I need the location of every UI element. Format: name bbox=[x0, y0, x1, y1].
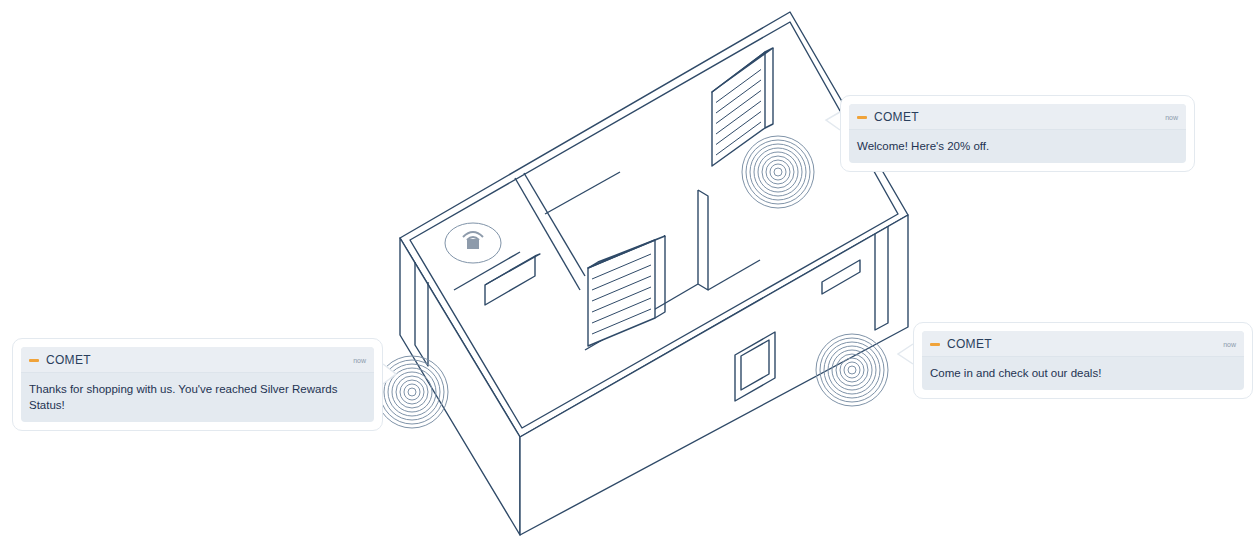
notification-callout: COMETnowThanks for shopping with us. You… bbox=[12, 338, 383, 431]
app-name: COMET bbox=[947, 337, 1223, 351]
timestamp: now bbox=[1165, 114, 1178, 121]
notification-message: Welcome! Here's 20% off. bbox=[857, 138, 1178, 154]
app-name: COMET bbox=[874, 110, 1165, 124]
timestamp: now bbox=[353, 357, 366, 364]
app-icon bbox=[857, 116, 867, 119]
notification-body: Come in and check out our deals! bbox=[922, 357, 1244, 390]
notification-header: COMETnow bbox=[849, 104, 1186, 130]
notification-callout: COMETnowCome in and check out our deals! bbox=[913, 322, 1253, 399]
notification-body: Thanks for shopping with us. You've reac… bbox=[21, 373, 374, 422]
notification-message: Come in and check out our deals! bbox=[930, 365, 1236, 381]
notification-panel: COMETnowCome in and check out our deals! bbox=[922, 331, 1244, 390]
notification-header: COMETnow bbox=[922, 331, 1244, 357]
notification-message: Thanks for shopping with us. You've reac… bbox=[29, 381, 366, 413]
app-name: COMET bbox=[46, 353, 353, 367]
app-icon bbox=[29, 359, 39, 362]
notification-panel: COMETnowThanks for shopping with us. You… bbox=[21, 347, 374, 422]
notification-body: Welcome! Here's 20% off. bbox=[849, 130, 1186, 163]
notification-callout: COMETnowWelcome! Here's 20% off. bbox=[840, 95, 1195, 172]
app-icon bbox=[930, 343, 940, 346]
notification-header: COMETnow bbox=[21, 347, 374, 373]
timestamp: now bbox=[1223, 341, 1236, 348]
notification-panel: COMETnowWelcome! Here's 20% off. bbox=[849, 104, 1186, 163]
